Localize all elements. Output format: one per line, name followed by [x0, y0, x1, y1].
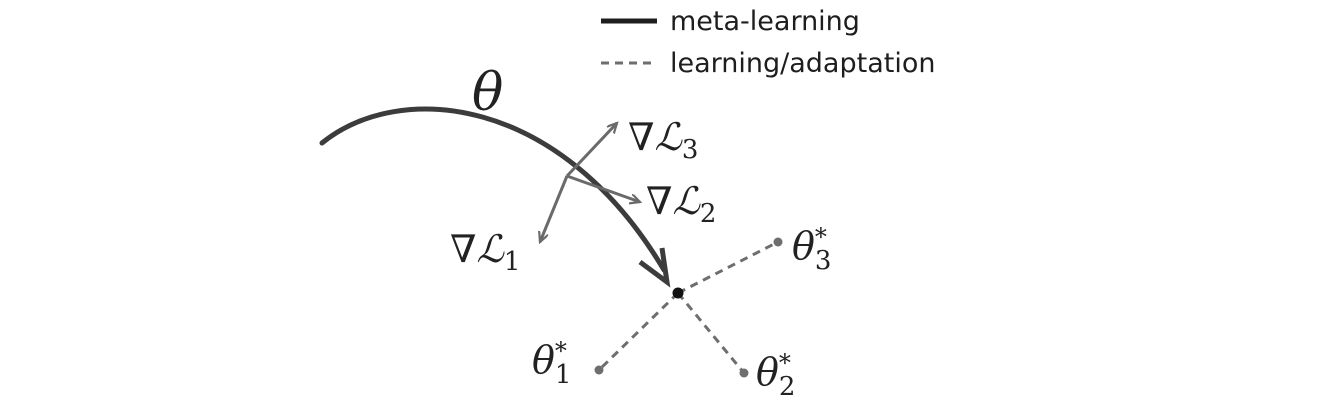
grad-loss-3-label: ∇ℒ3: [628, 115, 698, 165]
adaptation-path-3: [677, 240, 779, 295]
meta-parameter-point: [672, 287, 684, 299]
optimum-3-label: θ*3: [792, 223, 831, 276]
gradient-arrow-3: [565, 123, 617, 178]
meta-learning-arrowhead: [638, 247, 671, 288]
adaptation-path-1: [597, 291, 680, 372]
optimum-point-1: [594, 365, 604, 375]
optimum-1-label: θ*1: [532, 337, 571, 390]
legend: meta-learning learning/adaptation: [601, 6, 935, 79]
optimum-point-2: [739, 368, 749, 378]
grad-loss-2-label: ∇ℒ2: [646, 179, 716, 229]
adaptation-paths: [597, 240, 779, 374]
meta-learning-path: [319, 106, 667, 273]
optimum-2-label: θ*2: [756, 349, 795, 402]
legend-label-meta-learning: meta-learning: [670, 6, 860, 37]
gradient-arrow-2: [566, 174, 640, 202]
adaptation-path-2: [676, 292, 746, 374]
optimum-point-3: [773, 237, 783, 247]
grad-loss-1-label: ∇ℒ1: [450, 227, 520, 277]
gradient-arrow-1: [540, 175, 569, 242]
legend-label-learning-adaptation: learning/adaptation: [670, 48, 935, 79]
theta-label: θ: [472, 63, 503, 123]
gradient-arrows: [540, 123, 640, 242]
